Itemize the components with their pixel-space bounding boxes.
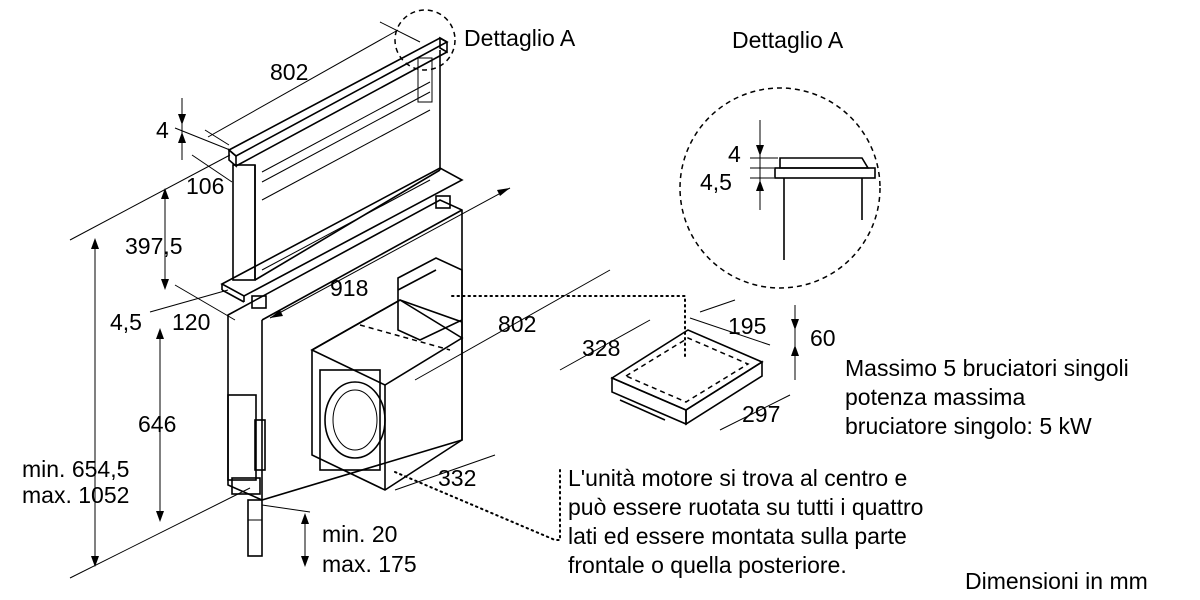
- dim-top-gap: 4: [156, 117, 169, 143]
- detail-gap-upper: 4: [728, 141, 741, 167]
- motor-box-length: 297: [742, 401, 780, 427]
- detail-a-title: Dettaglio A: [732, 27, 844, 53]
- detail-a-callout-circle: [394, 9, 456, 71]
- detail-a-callout-label: Dettaglio A: [464, 25, 576, 51]
- dim-upper-height: 397,5: [125, 233, 183, 259]
- dim-adjust-min: min. 20: [322, 521, 397, 547]
- motor-note-line2: può essere ruotata su tutti i quattro: [568, 494, 923, 520]
- detail-gap-lower: 4,5: [700, 169, 732, 195]
- dim-body-width: 918: [330, 275, 368, 301]
- dim-adjust-max: max. 175: [322, 551, 417, 577]
- motor-note-line3: lati ed essere montata sulla parte: [568, 523, 907, 549]
- burner-note-line3: bruciatore singolo: 5 kW: [845, 413, 1092, 439]
- dim-lower-height: 646: [138, 411, 176, 437]
- dim-mid-gap: 4,5: [110, 309, 142, 335]
- motor-leader-line: [451, 295, 686, 361]
- motor-box-height: 60: [810, 325, 836, 351]
- downdraft-unit-drawing: [220, 36, 464, 557]
- dim-top-width: 802: [270, 59, 308, 85]
- motor-box-depth: 328: [582, 335, 620, 361]
- motor-note-leader: [394, 469, 561, 541]
- detail-a-circle: [679, 87, 881, 289]
- dim-total-max: max. 1052: [22, 482, 129, 508]
- detail-a-drawing: [750, 120, 876, 260]
- dim-top-depth: 106: [186, 173, 224, 199]
- dim-total-min: min. 654,5: [22, 456, 129, 482]
- dim-mid-depth: 120: [172, 309, 210, 335]
- motor-note-line1: L'unità motore si trova al centro e: [568, 465, 907, 491]
- units-label: Dimensioni in mm: [965, 568, 1148, 594]
- burner-note-line2: potenza massima: [845, 384, 1025, 410]
- dim-line-top-width: [207, 29, 399, 138]
- motor-box-drawing: [610, 329, 764, 426]
- dim-motor-depth: 332: [438, 465, 476, 491]
- motor-note-line4: frontale o quella posteriore.: [568, 552, 847, 578]
- burner-note-line1: Massimo 5 bruciatori singoli: [845, 355, 1129, 381]
- dim-body-depth: 802: [498, 311, 536, 337]
- motor-box-width: 195: [728, 313, 766, 339]
